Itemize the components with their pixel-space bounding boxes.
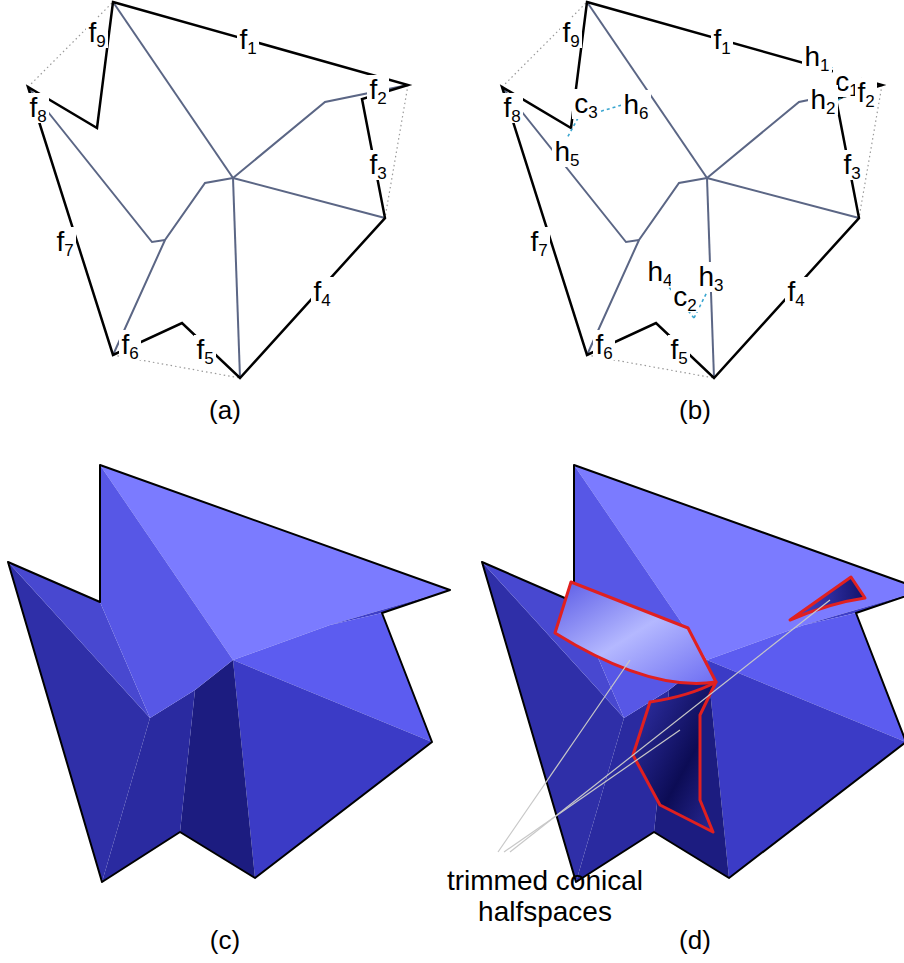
face-label: f4	[311, 277, 332, 308]
face-label: f6	[593, 330, 614, 361]
panel-caption: (c)	[208, 926, 242, 955]
extruded-solid	[8, 465, 450, 882]
face-label: f2	[855, 78, 876, 109]
face-label: h5	[552, 137, 581, 168]
polygon-skeleton	[502, 2, 882, 378]
cone-lines	[566, 66, 857, 318]
face-label: h1	[802, 42, 831, 73]
face-label: f9	[560, 18, 581, 49]
panel-caption: (d)	[677, 926, 713, 955]
face-label: f8	[27, 93, 48, 124]
panel-caption: (a)	[207, 396, 243, 425]
face-label: f1	[237, 25, 258, 56]
face-label: f4	[785, 277, 806, 308]
face-label: f8	[501, 93, 522, 124]
callout-label: trimmed conical halfspaces	[418, 866, 672, 928]
face-label: c2	[671, 282, 698, 313]
polygon-skeleton	[28, 2, 408, 378]
face-label: f7	[54, 227, 75, 258]
face-label: f6	[119, 330, 140, 361]
face-label: f7	[528, 227, 549, 258]
face-label: f3	[841, 150, 862, 181]
face-label: f5	[668, 335, 689, 366]
face-label: c3	[572, 89, 599, 120]
face-label: f1	[711, 25, 732, 56]
face-label: f2	[367, 75, 388, 106]
extruded-solid	[482, 465, 904, 882]
face-label: f5	[194, 335, 215, 366]
face-label: h6	[621, 90, 650, 121]
face-label: f9	[86, 18, 107, 49]
conical-halfspace	[555, 577, 865, 832]
face-label: h2	[808, 85, 837, 116]
face-label: h4	[645, 257, 674, 288]
face-label: f3	[367, 150, 388, 181]
leader-line	[498, 600, 830, 852]
panel-caption: (b)	[677, 396, 713, 425]
face-label: h3	[696, 262, 725, 293]
